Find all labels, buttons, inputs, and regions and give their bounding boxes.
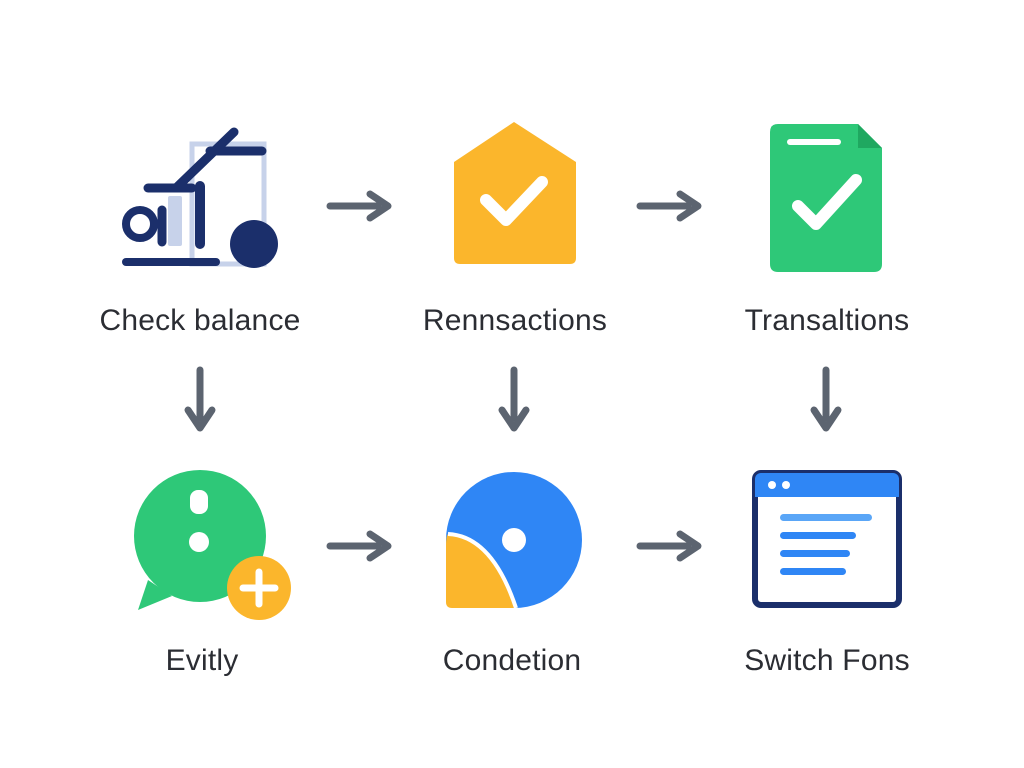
arrow-check-balance-to-rennsactions: [326, 190, 396, 222]
node-label-switch-fons: Switch Fons: [744, 644, 910, 677]
arrow-rennsactions-to-condetion: [498, 366, 530, 436]
node-label-evitly: Evitly: [165, 644, 239, 677]
document-check-icon: [770, 124, 885, 274]
arrow-transaltions-to-switch-fons: [810, 366, 842, 436]
node-label-rennsactions: Rennsactions: [422, 304, 608, 337]
node-label-transaltions: Transaltions: [744, 304, 910, 337]
chat-plus-icon: [128, 470, 298, 625]
node-label-condetion: Condetion: [442, 644, 582, 677]
balance-chart-icon: [118, 126, 288, 271]
envelope-check-icon: [450, 122, 580, 267]
arrow-evitly-to-condetion: [326, 530, 396, 562]
circle-wedge-icon: [444, 472, 584, 612]
arrow-condetion-to-switch-fons: [636, 530, 706, 562]
arrow-check-balance-to-evitly: [184, 366, 216, 436]
node-label-check-balance: Check balance: [99, 304, 301, 337]
browser-window-icon: [752, 470, 902, 610]
arrow-rennsactions-to-transaltions: [636, 190, 706, 222]
